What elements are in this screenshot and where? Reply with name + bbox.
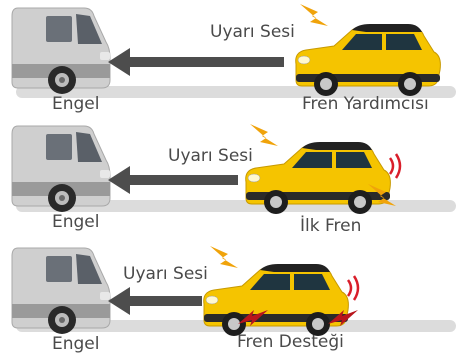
sound-wave-icon-3 bbox=[346, 275, 360, 301]
road-1 bbox=[16, 86, 456, 98]
car-3 bbox=[203, 263, 349, 337]
obstacle-van-1 bbox=[11, 7, 111, 95]
car-2 bbox=[245, 141, 391, 215]
panel-2 bbox=[11, 124, 456, 215]
warning-label-1: Uyarı Sesi bbox=[210, 22, 295, 42]
obstacle-van-2 bbox=[11, 125, 111, 213]
sound-wave-icon-2 bbox=[388, 153, 402, 179]
obstacle-label-2: Engel bbox=[52, 212, 100, 232]
warning-bolt-icon-1 bbox=[300, 4, 328, 26]
obstacle-van-3 bbox=[11, 247, 111, 335]
arrow-3 bbox=[108, 287, 202, 315]
obstacle-label-3: Engel bbox=[52, 334, 100, 354]
warning-bolt-icon-2 bbox=[250, 124, 278, 146]
warning-bolt-icon-3 bbox=[210, 246, 238, 268]
stage-label-3: Fren Desteği bbox=[237, 332, 344, 352]
obstacle-label-1: Engel bbox=[52, 94, 100, 114]
arrow-1 bbox=[108, 48, 284, 76]
panel-3 bbox=[11, 246, 456, 337]
stage-label-1: Fren Yardımcısı bbox=[302, 94, 429, 114]
warning-label-2: Uyarı Sesi bbox=[168, 146, 253, 166]
warning-label-3: Uyarı Sesi bbox=[123, 264, 208, 284]
panel-1 bbox=[11, 4, 456, 98]
stage-label-2: İlk Fren bbox=[300, 216, 362, 236]
arrow-2 bbox=[108, 166, 238, 194]
car-1 bbox=[295, 23, 441, 97]
